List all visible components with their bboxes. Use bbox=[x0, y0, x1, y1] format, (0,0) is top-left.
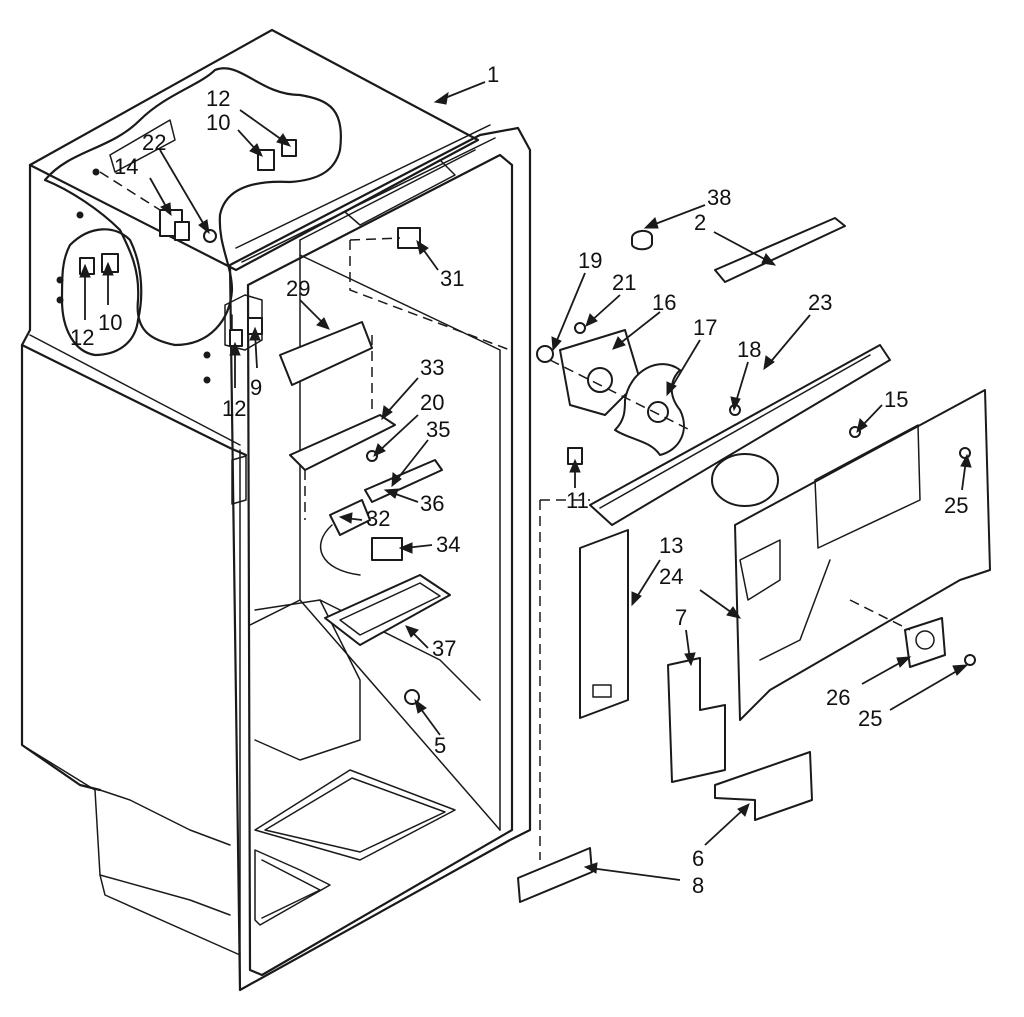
callout-21: 21 bbox=[612, 270, 636, 295]
panel-7 bbox=[667, 657, 726, 783]
grommet-19 bbox=[536, 345, 554, 363]
duct-panels bbox=[517, 344, 991, 903]
light-shield-29 bbox=[279, 321, 373, 386]
callout-6: 6 bbox=[692, 846, 704, 871]
callout-29: 29 bbox=[286, 276, 310, 301]
callout-12-top: 12 bbox=[206, 86, 230, 111]
callout-2: 2 bbox=[694, 210, 706, 235]
callout-12-left: 12 bbox=[70, 325, 94, 350]
bracket-6 bbox=[714, 751, 813, 821]
callout-33: 33 bbox=[420, 355, 444, 380]
callout-34: 34 bbox=[436, 532, 460, 557]
callout-36: 36 bbox=[420, 491, 444, 516]
screw-21-icon bbox=[574, 322, 586, 334]
callout-1: 1 bbox=[487, 62, 499, 87]
harness-2 bbox=[714, 217, 846, 283]
callout-15: 15 bbox=[884, 387, 908, 412]
callout-26: 26 bbox=[826, 685, 850, 710]
light-cover-37 bbox=[324, 574, 451, 646]
callout-32: 32 bbox=[366, 506, 390, 531]
leader-lines bbox=[79, 81, 972, 881]
callout-25-top: 25 bbox=[944, 493, 968, 518]
callout-8: 8 bbox=[692, 873, 704, 898]
evaporator-cover-24 bbox=[734, 389, 991, 721]
callout-13: 13 bbox=[659, 533, 683, 558]
callout-17: 17 bbox=[693, 315, 717, 340]
callout-7: 7 bbox=[675, 605, 687, 630]
wiring-cutaway bbox=[43, 67, 343, 357]
clip-12-right bbox=[229, 329, 243, 347]
panel-13 bbox=[579, 529, 629, 719]
callout-22: 22 bbox=[142, 130, 166, 155]
callout-38: 38 bbox=[707, 185, 731, 210]
panel-26 bbox=[904, 617, 946, 668]
callout-labels: 1 2 38 19 21 16 17 23 18 15 25 11 13 24 … bbox=[70, 62, 968, 898]
callout-9: 9 bbox=[250, 375, 262, 400]
callout-10-left: 10 bbox=[98, 310, 122, 335]
screw-25-top-icon bbox=[959, 447, 971, 459]
callout-37: 37 bbox=[432, 636, 456, 661]
callout-10-top: 10 bbox=[206, 110, 230, 135]
callout-14: 14 bbox=[114, 154, 138, 179]
callout-31: 31 bbox=[440, 266, 464, 291]
bulb-35 bbox=[364, 459, 443, 503]
grommet-38 bbox=[631, 230, 653, 251]
refrigerator-cabinet bbox=[20, 28, 532, 992]
callout-23: 23 bbox=[808, 290, 832, 315]
callout-20: 20 bbox=[420, 390, 444, 415]
fan-assembly bbox=[536, 217, 846, 465]
connector-34 bbox=[371, 537, 403, 561]
screw-22-icon bbox=[203, 229, 217, 243]
callout-16: 16 bbox=[652, 290, 676, 315]
callout-11: 11 bbox=[566, 488, 589, 513]
callout-24: 24 bbox=[659, 564, 683, 589]
callout-5: 5 bbox=[434, 733, 446, 758]
switch-31 bbox=[397, 227, 421, 249]
callout-35: 35 bbox=[426, 417, 450, 442]
callout-18: 18 bbox=[737, 337, 761, 362]
callout-25-bottom: 25 bbox=[858, 706, 882, 731]
callout-19: 19 bbox=[578, 248, 602, 273]
light-bracket-33 bbox=[289, 414, 396, 471]
trim-8 bbox=[517, 847, 593, 903]
screw-25-bottom-icon bbox=[964, 654, 976, 666]
callout-12-right: 12 bbox=[222, 396, 246, 421]
duct-23 bbox=[589, 344, 891, 526]
